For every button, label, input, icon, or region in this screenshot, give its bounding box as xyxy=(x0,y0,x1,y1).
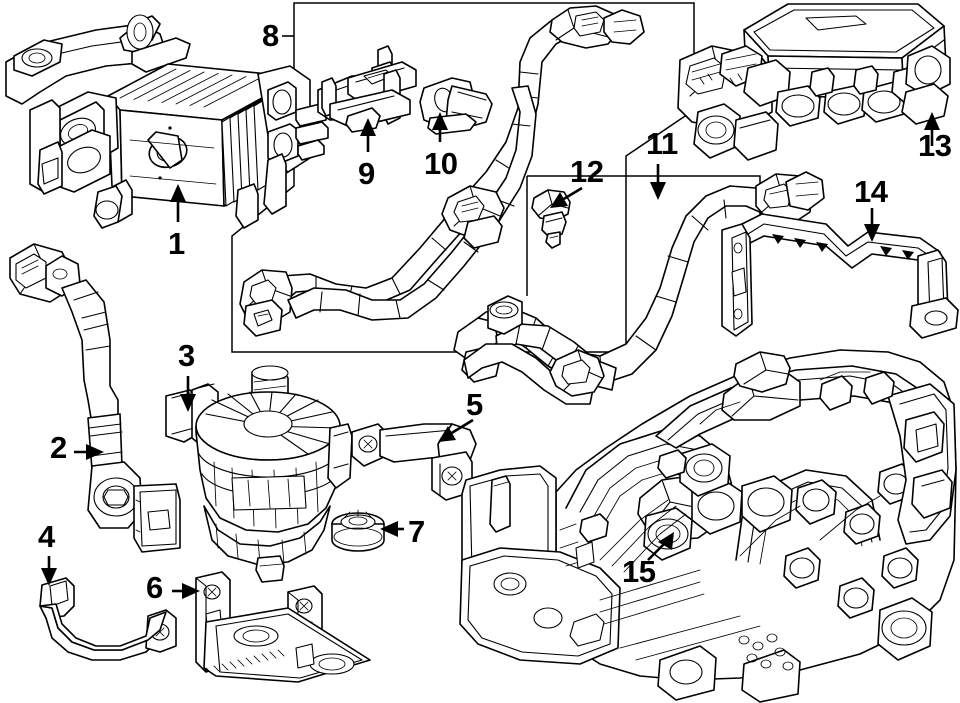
leader-11 xyxy=(650,164,666,200)
callout-label-14[interactable]: 14 xyxy=(854,174,888,209)
callout-label-8[interactable]: 8 xyxy=(262,18,279,53)
part-isolator-grommet xyxy=(331,509,385,552)
leader-9 xyxy=(360,118,376,152)
callout-label-1[interactable]: 1 xyxy=(168,226,185,261)
leader-4 xyxy=(41,556,57,586)
part-coolant-hose-return xyxy=(453,171,825,405)
leader-14 xyxy=(864,208,880,242)
leader-15 xyxy=(647,532,674,561)
callout-label-10[interactable]: 10 xyxy=(424,146,458,181)
part-retainer-clip-double xyxy=(317,45,417,133)
leader-7 xyxy=(380,521,404,537)
callout-label-7[interactable]: 7 xyxy=(408,514,425,549)
part-coolant-hose-upper xyxy=(9,243,181,553)
part-inverter-module xyxy=(677,3,951,161)
callout-label-6[interactable]: 6 xyxy=(146,570,163,605)
leader-1 xyxy=(170,184,186,222)
leader-2 xyxy=(74,444,104,460)
leader-6 xyxy=(172,583,200,599)
callout-label-4[interactable]: 4 xyxy=(38,519,55,554)
callout-label-13[interactable]: 13 xyxy=(918,128,952,163)
part-pump-strap-bracket xyxy=(39,577,177,661)
leader-3 xyxy=(180,376,196,412)
callout-label-5[interactable]: 5 xyxy=(466,387,483,422)
part-temperature-sensor xyxy=(531,189,571,249)
leader-13 xyxy=(924,112,940,146)
callout-label-9[interactable]: 9 xyxy=(358,156,375,191)
callout-label-15[interactable]: 15 xyxy=(622,554,656,589)
leader-10 xyxy=(432,112,448,142)
leader-12 xyxy=(550,186,583,208)
part-retainer-clip-single xyxy=(419,77,493,135)
part-charge-air-cooler xyxy=(5,14,329,229)
part-support-bracket xyxy=(195,571,371,683)
callout-label-2[interactable]: 2 xyxy=(50,430,67,465)
callout-label-12[interactable]: 12 xyxy=(570,154,604,189)
callout-label-11[interactable]: 11 xyxy=(646,126,678,161)
part-inverter-mount-bracket xyxy=(721,213,959,339)
callout-label-3[interactable]: 3 xyxy=(178,338,195,373)
part-drive-unit-assembly xyxy=(459,349,957,703)
part-hose-assembly xyxy=(239,5,645,337)
leader-5 xyxy=(438,418,474,442)
part-coolant-crossover-pipe xyxy=(351,423,477,501)
